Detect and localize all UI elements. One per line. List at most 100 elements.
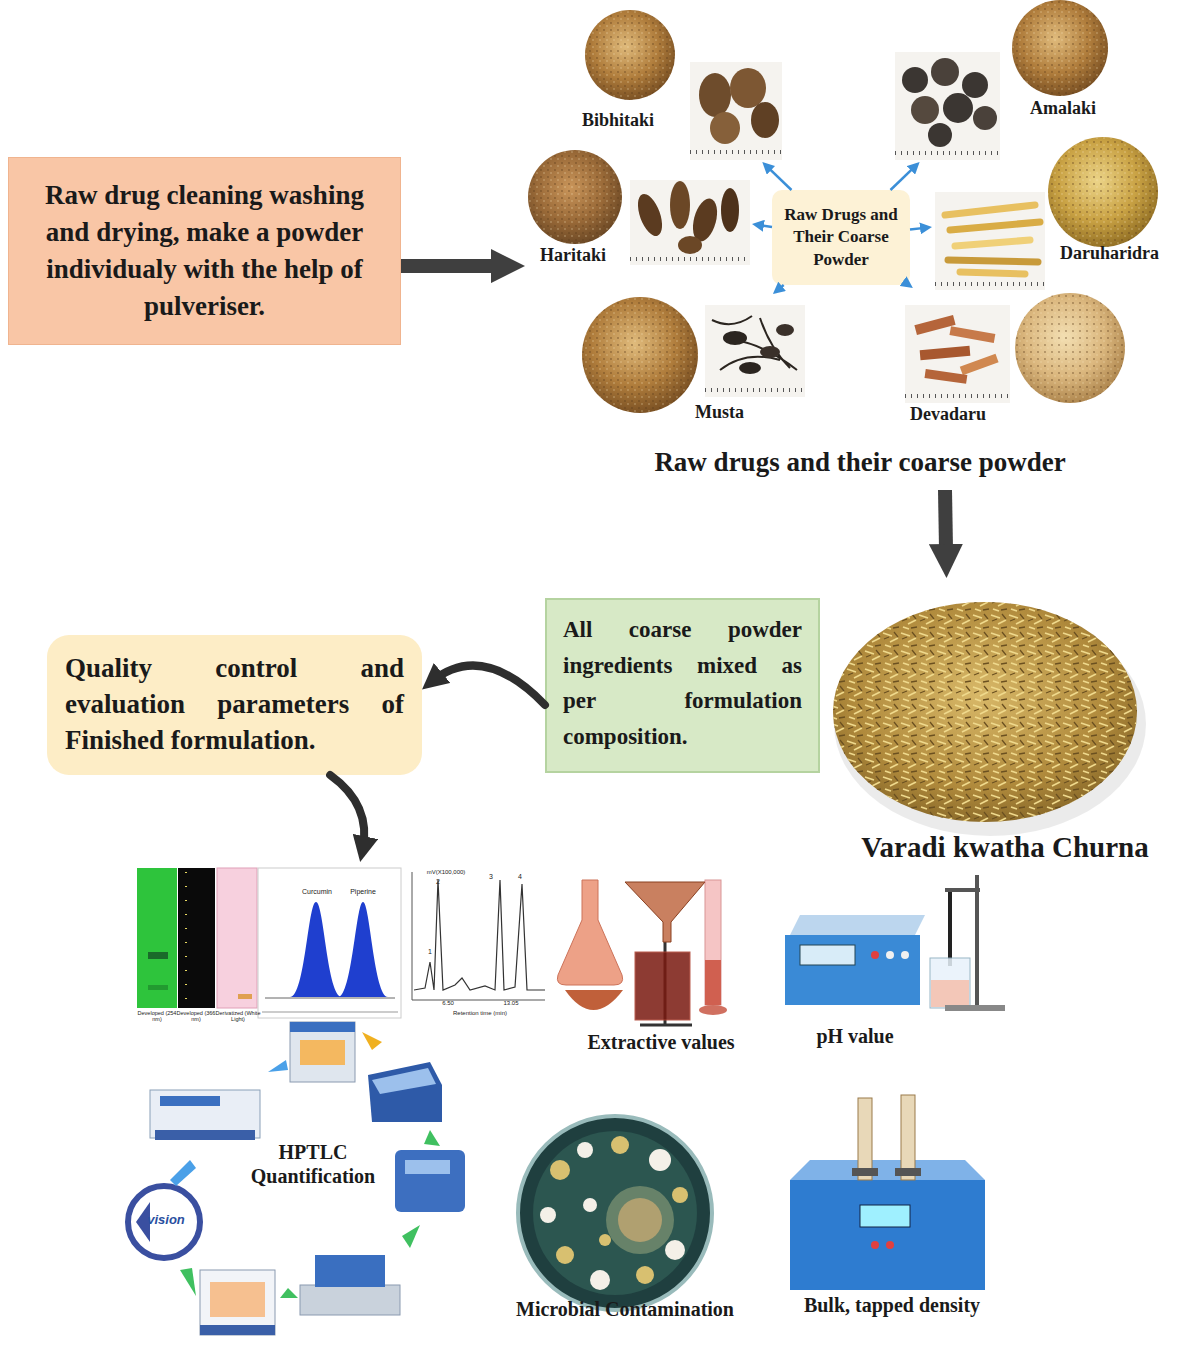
hptlc-instrument-cycle-part (180, 1268, 196, 1296)
devadaru-powder-part (1015, 293, 1125, 403)
ph-meter (785, 875, 1005, 1011)
haritaki-raw-drug-part (633, 191, 667, 239)
densitogram-part (338, 902, 388, 997)
chart-annotation: Piperine (342, 888, 384, 896)
devadaru-raw-drug-part (905, 305, 1010, 403)
process-box: Quality control and evaluation parameter… (47, 635, 422, 775)
ph-meter-part (800, 945, 855, 965)
petri-dish-part (518, 1116, 712, 1310)
chart-annotation: vision (146, 1213, 186, 1227)
hptlc-instrument-cycle-part (268, 1060, 288, 1072)
petri-dish-part (606, 1186, 674, 1254)
node-label: Devadaru (910, 404, 986, 426)
node-label: HPTLC Quantification (238, 1140, 388, 1188)
hptlc-instrument-cycle-part (405, 1160, 450, 1174)
branch-arrow (777, 285, 784, 291)
devadaru-raw-drug-part (905, 394, 1010, 398)
hptlc-instrument-cycle-part (200, 1270, 275, 1335)
hptlc-instrument-cycle-part (300, 1040, 345, 1065)
node-label: pH value (790, 1024, 920, 1048)
tlc-plates-part (238, 994, 252, 999)
tlc-plates (137, 868, 257, 1008)
petri-dish-part (611, 1136, 629, 1154)
chart-annotation: Derivatized (White Light) (215, 1010, 261, 1022)
chart-annotation: Retention time (min) (440, 1010, 520, 1017)
extractive-glassware (557, 880, 727, 1025)
process-box: Raw drug cleaning washing and drying, ma… (8, 157, 401, 345)
churna-powder-pile (833, 602, 1146, 836)
chart-annotation: 1 (426, 948, 434, 956)
devadaru-raw-drug-part (914, 315, 955, 335)
node-label: Amalaki (1030, 98, 1096, 120)
node-label: Microbial Contamination (492, 1297, 758, 1321)
amalaki-raw-drug-part (962, 72, 988, 98)
bibhitaki-raw-drug-part (690, 150, 782, 154)
amalaki-raw-drug (895, 52, 1000, 160)
ph-meter-part (975, 875, 979, 1005)
amalaki-raw-drug-part (931, 58, 959, 86)
daruharidra-powder-part (1048, 137, 1158, 247)
hptlc-instrument-cycle-part (290, 1022, 355, 1082)
chart-annotation: 2 (434, 878, 442, 886)
daruharidra-raw-drug (935, 192, 1045, 290)
musta-powder-part (582, 297, 698, 413)
hptlc-instrument-cycle-part (210, 1282, 265, 1317)
hptlc-instrument-cycle-part (315, 1255, 385, 1287)
bibhitaki-raw-drug-part (751, 102, 779, 138)
flow-arrow (431, 665, 545, 704)
tapped-density-tester-part (901, 1095, 915, 1180)
hptlc-instrument-cycle-part (300, 1285, 400, 1315)
hptlc-instrument-cycle-part (395, 1150, 465, 1212)
haritaki-raw-drug-part (630, 180, 750, 265)
hptlc-instrument-cycle-part (155, 1130, 255, 1140)
box-text: All coarse powder ingredients mixed as p… (563, 612, 802, 755)
chart-annotation: Curcumin (296, 888, 338, 896)
daruharidra-powder-part (1048, 137, 1158, 247)
branch-arrow (890, 165, 916, 190)
tapped-density-tester-part (860, 1205, 910, 1227)
daruharidra-powder (1048, 137, 1158, 247)
hplc-chromatogram-part (403, 868, 548, 1008)
tapped-density-tester-part (858, 1098, 872, 1180)
musta-powder (582, 297, 698, 413)
ph-meter-part (948, 892, 952, 966)
amalaki-raw-drug-part (973, 106, 997, 130)
qc-test-item: Bulk, tapped density (772, 1090, 1012, 1320)
petri-dish-part (533, 1131, 697, 1295)
hplc-chromatogram-part (412, 872, 545, 1000)
churna-powder-pile-part (833, 602, 1137, 822)
ph-meter-part (901, 951, 909, 959)
hptlc-instrument-cycle-part (200, 1325, 275, 1335)
haritaki-raw-drug-part (630, 257, 750, 261)
tapped-density-tester-part (871, 1241, 879, 1249)
hptlc-instrument-cycle (128, 1022, 465, 1335)
bibhitaki-raw-drug-part (690, 62, 782, 160)
petri-dish-part (599, 1234, 611, 1246)
bibhitaki-raw-drug-part (699, 73, 731, 117)
hptlc-instrument-cycle-part (424, 1130, 440, 1146)
branch-arrow (766, 165, 792, 190)
ph-meter-part (790, 915, 925, 935)
petri-dish-part (556, 1246, 574, 1264)
musta-raw-drug-part (776, 324, 794, 336)
extractive-glassware-part (625, 882, 705, 942)
amalaki-raw-drug-part (943, 93, 973, 123)
process-box: All coarse powder ingredients mixed as p… (545, 598, 820, 773)
petri-dish-part (665, 1240, 685, 1260)
amalaki-raw-drug-part (911, 96, 939, 124)
flow-arrow (330, 775, 364, 850)
extractive-glassware-part (557, 880, 622, 985)
bibhitaki-raw-drug-part (710, 112, 740, 144)
tapped-density-tester (790, 1095, 985, 1290)
tlc-plates-part (185, 872, 187, 1000)
node-label: Haritaki (540, 245, 606, 267)
petri-dish-part (550, 1160, 570, 1180)
extractive-glassware-part (705, 960, 721, 1005)
box-text: Raw Drugs and Their Coarse Powder (778, 204, 904, 270)
extractive-glassware-part (699, 1005, 727, 1015)
tapped-density-tester-part (852, 1168, 878, 1176)
hub-box: Raw Drugs and Their Coarse Powder (772, 190, 910, 285)
raw-drug-item: Bibhitaki (578, 8, 786, 162)
daruharidra-raw-drug-part (935, 192, 1045, 290)
tapped-density-tester-part (790, 1160, 985, 1180)
